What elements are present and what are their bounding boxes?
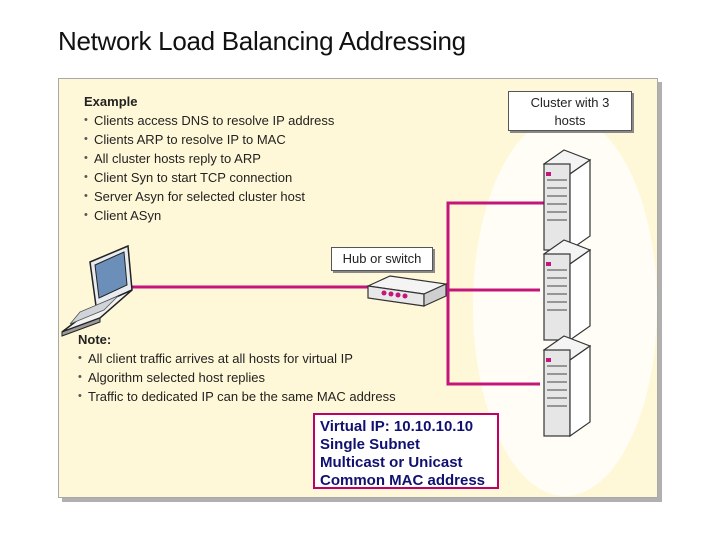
list-item: Server Asyn for selected cluster host (84, 187, 384, 206)
note-list: All client traffic arrives at all hosts … (78, 349, 418, 406)
list-item: All cluster hosts reply to ARP (84, 149, 384, 168)
vip-line: Single Subnet (320, 436, 421, 453)
list-item: Client Syn to start TCP connection (84, 168, 384, 187)
list-item: Client ASyn (84, 206, 384, 225)
server-icon (542, 335, 592, 438)
example-heading: Example (84, 94, 138, 109)
cluster-label: Cluster with 3 hosts (508, 91, 632, 131)
note-heading: Note: (78, 332, 112, 347)
server-icon (542, 149, 592, 252)
virtual-ip-box: Virtual IP: 10.10.10.10 Single Subnet Mu… (313, 413, 499, 489)
list-item: Algorithm selected host replies (78, 368, 418, 387)
laptop-icon (61, 244, 133, 337)
network-cables (126, 201, 548, 386)
vip-line: Virtual IP: 10.10.10.10 (320, 418, 474, 435)
host1-cable (446, 201, 548, 290)
list-item: Traffic to dedicated IP can be the same … (78, 387, 418, 406)
list-item: Clients ARP to resolve IP to MAC (84, 130, 384, 149)
example-block: Example Clients access DNS to resolve IP… (84, 92, 384, 225)
example-list: Clients access DNS to resolve IP address… (84, 111, 384, 225)
note-block: Note: All client traffic arrives at all … (78, 330, 418, 406)
vip-line: Multicast or Unicast (320, 454, 463, 471)
hub-icon (365, 275, 449, 307)
vip-line: Common MAC address (320, 472, 486, 489)
list-item: All client traffic arrives at all hosts … (78, 349, 418, 368)
hub-label: Hub or switch (331, 247, 433, 271)
list-item: Clients access DNS to resolve IP address (84, 111, 384, 130)
page-title: Network Load Balancing Addressing (58, 26, 466, 56)
server-icon (542, 239, 592, 342)
host3-cable (446, 290, 540, 386)
